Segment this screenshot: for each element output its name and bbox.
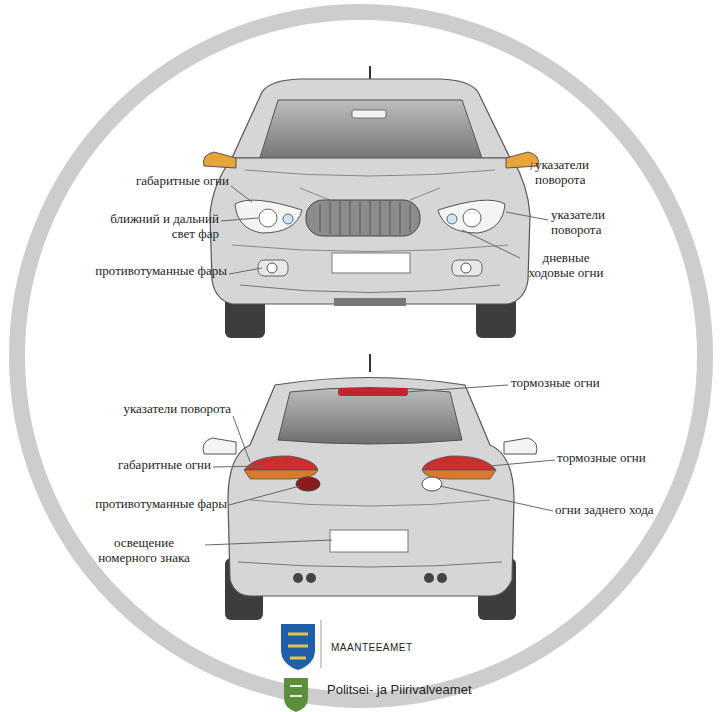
part-label: огни заднего хода bbox=[555, 503, 654, 518]
part-label: указатели поворота bbox=[123, 402, 231, 417]
part-label: указатели поворота bbox=[535, 158, 613, 188]
part-label: габаритные огни bbox=[118, 458, 211, 473]
part-label: MAANTEEAMET bbox=[331, 642, 413, 654]
part-label: освещение номерного знака bbox=[85, 536, 203, 566]
part-label: противотуманные фары bbox=[95, 264, 227, 279]
part-label: габаритные огни bbox=[136, 174, 229, 189]
part-label: противотуманные фары bbox=[95, 497, 227, 512]
part-label: Politsei- ja Piirivalveamet bbox=[327, 683, 472, 698]
part-label: тормозные огни bbox=[511, 376, 600, 391]
part-label: указатели поворота bbox=[551, 208, 629, 238]
part-label: ближний и дальний свет фар bbox=[89, 212, 219, 242]
part-label: дневные ходовые огни bbox=[522, 251, 610, 281]
part-label: тормозные огни bbox=[557, 451, 646, 466]
